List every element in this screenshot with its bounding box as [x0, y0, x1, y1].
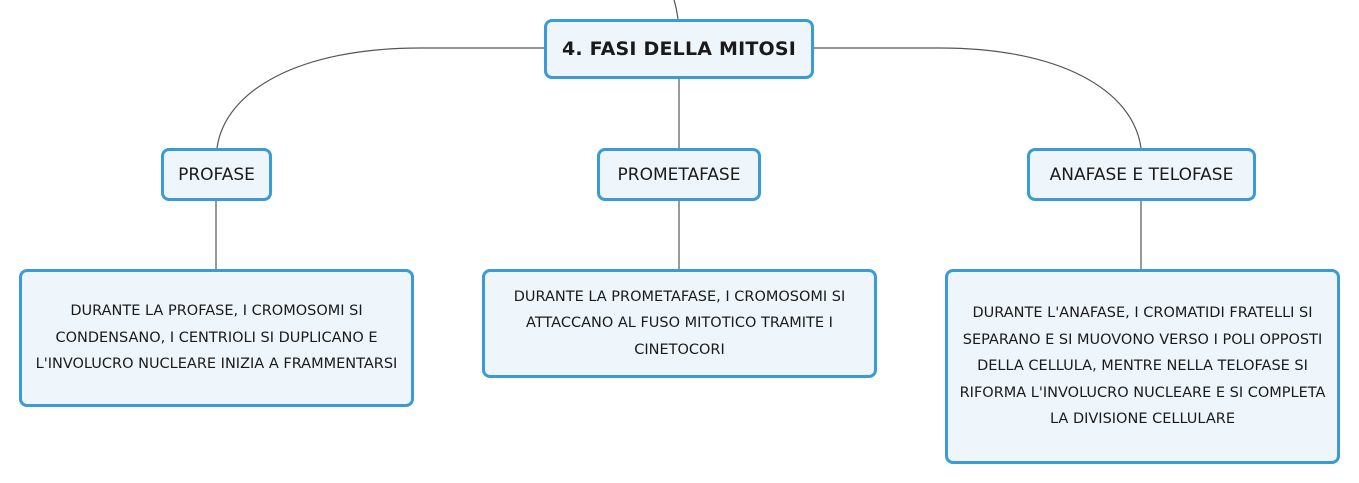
- subtopic-anafase-telofase-description[interactable]: DURANTE L'ANAFASE, I CROMATIDI FRATELLI …: [945, 269, 1340, 464]
- connector-central-profase: [216, 47, 544, 149]
- central-topic-node[interactable]: 4. FASI DELLA MITOSI: [544, 19, 814, 79]
- parent-connector: [673, 0, 679, 20]
- profase-description-text: DURANTE LA PROFASE, I CROMOSOMI SI CONDE…: [35, 303, 398, 373]
- prometafase-description-text: DURANTE LA PROMETAFASE, I CROMOSOMI SI A…: [513, 288, 846, 358]
- topic-prometafase-label: PROMETAFASE: [617, 164, 741, 185]
- connector-central-anafase: [814, 47, 1142, 149]
- topic-profase[interactable]: PROFASE: [161, 148, 272, 201]
- anafase-telofase-description-text: DURANTE L'ANAFASE, I CROMATIDI FRATELLI …: [959, 305, 1326, 428]
- topic-anafase-telofase-label: ANAFASE E TELOFASE: [1049, 164, 1234, 185]
- topic-prometafase[interactable]: PROMETAFASE: [597, 148, 761, 201]
- topic-profase-label: PROFASE: [178, 164, 255, 185]
- subtopic-prometafase-description[interactable]: DURANTE LA PROMETAFASE, I CROMOSOMI SI A…: [482, 269, 877, 378]
- central-topic-label: 4. FASI DELLA MITOSI: [561, 38, 797, 60]
- topic-anafase-telofase[interactable]: ANAFASE E TELOFASE: [1027, 148, 1256, 201]
- subtopic-profase-description[interactable]: DURANTE LA PROFASE, I CROMOSOMI SI CONDE…: [19, 269, 414, 407]
